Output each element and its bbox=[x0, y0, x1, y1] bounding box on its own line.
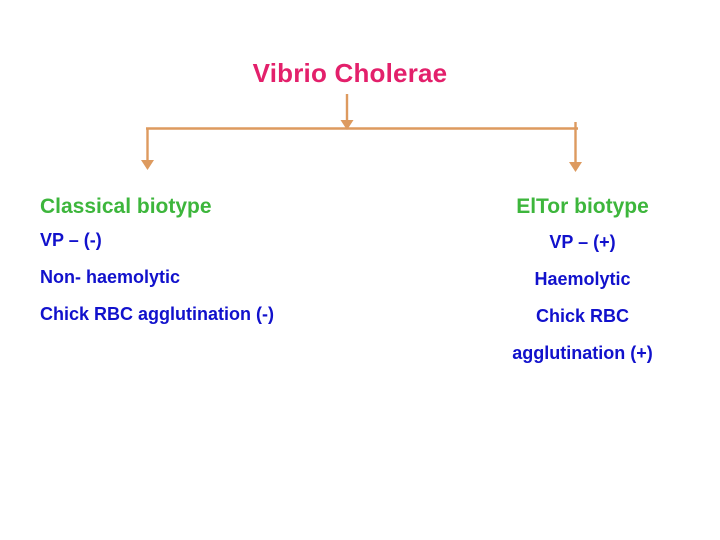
classical-biotype-heading: Classical biotype bbox=[40, 195, 212, 218]
eltor-biotype-column: ElTor biotype VP – (+) Haemolytic Chick … bbox=[445, 196, 720, 362]
eltor-trait-haemolysis: Haemolytic bbox=[534, 269, 631, 289]
arrowhead-center bbox=[340, 120, 354, 130]
classical-trait-chick-rbc-agglutination: Chick RBC agglutination (-) bbox=[40, 304, 274, 324]
classical-trait-haemolysis: Non- haemolytic bbox=[40, 267, 181, 287]
eltor-trait-vp: VP – (+) bbox=[549, 232, 616, 252]
arrowhead-right bbox=[569, 162, 582, 172]
classical-biotype-column: Classical biotype VP – (-) Non- haemolyt… bbox=[40, 196, 420, 323]
eltor-trait-agglutination: agglutination (+) bbox=[512, 343, 653, 363]
eltor-trait-chick-rbc: Chick RBC bbox=[535, 306, 629, 326]
classical-trait-vp: VP – (-) bbox=[40, 230, 102, 250]
eltor-biotype-heading: ElTor biotype bbox=[516, 195, 649, 218]
arrowhead-left bbox=[141, 160, 154, 170]
page-title: Vibrio Cholerae bbox=[252, 58, 448, 88]
